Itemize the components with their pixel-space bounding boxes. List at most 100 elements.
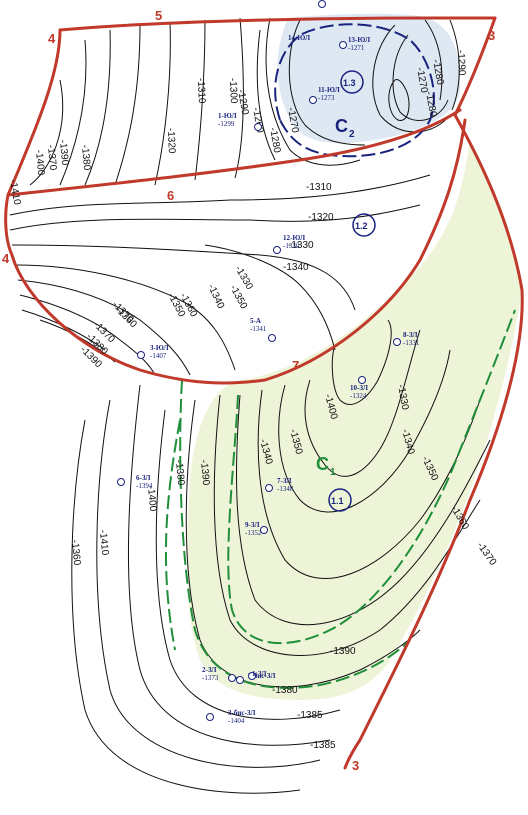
contour-label: -1370	[475, 540, 499, 568]
fault-3-upper	[453, 16, 497, 117]
well-value: -1330	[283, 242, 300, 250]
contours-middle-block	[9, 174, 431, 376]
contour-label: -1280	[267, 127, 282, 155]
contour-label: -1380	[79, 144, 92, 171]
contour-label: -1390	[198, 459, 211, 486]
well-marker: 12-ЮЛ-1330	[273, 234, 306, 254]
block-labels: C 2 C 1	[316, 116, 355, 478]
contour-label: -1390	[330, 646, 356, 657]
well-name: 3-ЮЛ	[150, 344, 169, 352]
fault-labels: 5 4 3 6 4 7 3	[2, 8, 495, 773]
well-name: 11-ЮЛ	[318, 86, 340, 94]
contour-label: -1330	[288, 240, 314, 251]
zone-markers: 1.3 1.2 1.1	[328, 70, 376, 512]
contour-label: -1320	[165, 128, 177, 154]
well-marker: 11-ЮЛ-1273	[309, 86, 340, 104]
fault-label: 4	[48, 31, 56, 46]
well-value: -1273	[318, 94, 335, 102]
zone-label: 1.2	[355, 221, 368, 231]
contour-label: -1270	[414, 67, 429, 95]
well-marker: 10-ЗЛ-1324	[350, 376, 369, 400]
well-value: -1341	[250, 325, 267, 333]
well-marker: 8-ЗЛ-1331	[393, 331, 420, 347]
contour-label: -1385	[297, 710, 323, 721]
fault-label: 5	[155, 8, 162, 23]
contour-label: -1310	[306, 182, 332, 193]
well-name: 9-ЗЛ	[245, 521, 260, 529]
fault-label: 4	[2, 251, 10, 266]
well-marker: 1-ЗЛ	[248, 670, 267, 680]
well-marker: 14-ЮЛ	[288, 0, 326, 42]
oil-contour-c1-mid	[164, 419, 181, 651]
fault-label: 7	[292, 358, 299, 373]
faults	[4, 16, 524, 770]
fault-label: 6	[167, 188, 174, 203]
fault-label: 3	[488, 28, 495, 43]
contour-label: -1360	[69, 539, 82, 566]
oil-contour-c1-inner	[227, 309, 516, 645]
contour-label: -1290	[235, 89, 250, 117]
well-marker: 5-А-1341	[250, 317, 276, 342]
block-c2-subscript: 2	[349, 129, 355, 140]
block-c1-label: C	[316, 454, 329, 474]
fault-6	[6, 108, 462, 197]
contour-label: -1370	[45, 144, 58, 171]
contour-label: -1280	[423, 91, 438, 119]
fault-7	[263, 118, 467, 382]
well-value: -1352	[245, 529, 262, 537]
well-marker: 3-ЮЛ-1407	[137, 344, 169, 360]
well-name: 10-ЗЛ	[350, 384, 369, 392]
contour-label: -1280	[430, 59, 445, 87]
contour-label: -1400	[33, 149, 46, 176]
well-name: 2-бис-ЗЛ	[248, 672, 276, 680]
well-marker: 13-ЮЛ-1271	[339, 36, 371, 52]
well-name: 13-ЮЛ	[348, 36, 371, 44]
well-value: -1404	[228, 717, 245, 725]
block-c1-area	[187, 140, 522, 700]
well-name: 7-ЗЛ	[277, 477, 292, 485]
contour-label: -1410	[7, 179, 22, 207]
contour-label: -1330	[395, 384, 410, 412]
well-value: -1373	[202, 674, 219, 682]
fault-label: 3	[352, 758, 359, 773]
well-value: -1324	[350, 392, 367, 400]
contours-lower-block	[71, 319, 491, 794]
well-value: -1331	[403, 339, 420, 347]
block-c2-label: C	[335, 116, 348, 136]
well-name: 1-ЮЛ	[218, 112, 237, 120]
well-value: -1299	[218, 120, 235, 128]
well-marker: 9-ЗЛ-1352	[245, 521, 268, 537]
contour-label: -1400	[145, 485, 158, 512]
contour-label: -1310	[195, 78, 207, 104]
contour-label: -1390	[57, 139, 70, 166]
contour-label: -1380	[272, 685, 298, 696]
well-marker: 2-ЗЛ-1373	[202, 666, 236, 682]
fault-4-lower	[4, 193, 267, 385]
contour-labels: -1310-1300-1290-1280-1270-1260-1280-1270…	[7, 50, 498, 751]
contour-label: -1320	[308, 212, 334, 223]
well-marker: 3-бис-ЗЛ-1404	[206, 709, 256, 725]
well-marker: 1-ЮЛ-1299	[218, 112, 262, 131]
contour-label: -1340	[205, 283, 226, 311]
well-name: 2-ЗЛ	[202, 666, 217, 674]
contour-label: -1360	[113, 304, 139, 330]
well-name: 1-ЗЛ	[252, 670, 267, 678]
well-marker: 6-ЗЛ-1394	[117, 474, 153, 490]
zone-label: 1.3	[343, 78, 356, 88]
well-marker: 2-бис-ЗЛ	[236, 672, 276, 684]
contour-label: -1410	[97, 529, 110, 556]
oil-contour-c1	[179, 379, 411, 689]
well-name: 12-ЮЛ	[283, 234, 306, 242]
contours-upper-block	[29, 17, 460, 186]
contour-label: -1385	[310, 740, 336, 751]
contour-label: -1380	[173, 459, 186, 486]
fault-4-upper	[6, 28, 62, 197]
contour-label: -1270	[285, 107, 300, 135]
fault-3-lower	[343, 113, 524, 770]
block-c2-area	[277, 13, 461, 144]
contour-label: -1300	[227, 78, 239, 104]
well-marker: 7-ЗЛ-1348	[265, 477, 294, 493]
fault-5	[58, 16, 497, 32]
